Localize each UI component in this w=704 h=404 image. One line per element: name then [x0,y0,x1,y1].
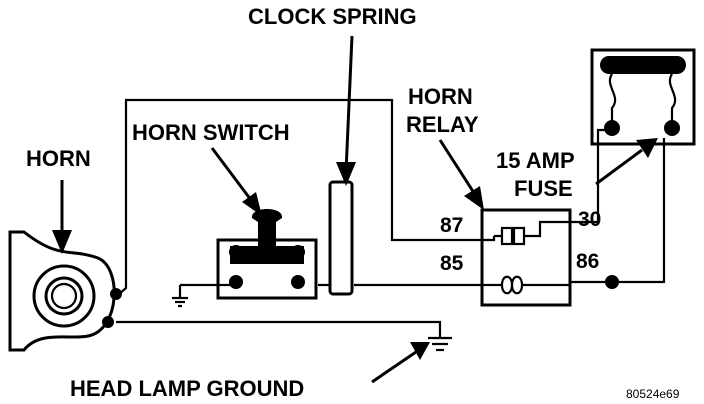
horn-relay-label-line1: HORN [408,84,473,109]
head-lamp-ground-symbol [428,336,452,352]
fuse-label-line2: FUSE [514,176,573,201]
fuse-label-line1: 15 AMP [496,148,575,173]
horn-relay-label-line2: RELAY [406,112,479,137]
clock-spring-device [328,180,354,296]
horn-terminal-bottom [102,316,114,328]
relay-86-terminal [605,275,619,289]
pointer-arrows [52,35,658,384]
horn-label: HORN [26,146,91,171]
fuse-block-device [590,48,696,146]
switch-ground-symbol [172,285,188,308]
horn-device [8,230,122,352]
horn-relay-device [480,208,619,307]
wiring [116,98,666,338]
relay-pin-87: 87 [440,214,463,237]
horn-switch-label: HORN SWITCH [132,120,290,145]
clock-spring-label: CLOCK SPRING [248,4,417,29]
relay-pin-85: 85 [440,252,464,275]
relay-pin-30: 30 [578,208,601,231]
relay-pin-86: 86 [576,250,599,273]
figure-code: 80524e69 [626,387,680,401]
horn-switch-device [216,209,318,300]
horn-terminal-top [110,288,122,300]
head-lamp-ground-label: HEAD LAMP GROUND [70,376,304,401]
